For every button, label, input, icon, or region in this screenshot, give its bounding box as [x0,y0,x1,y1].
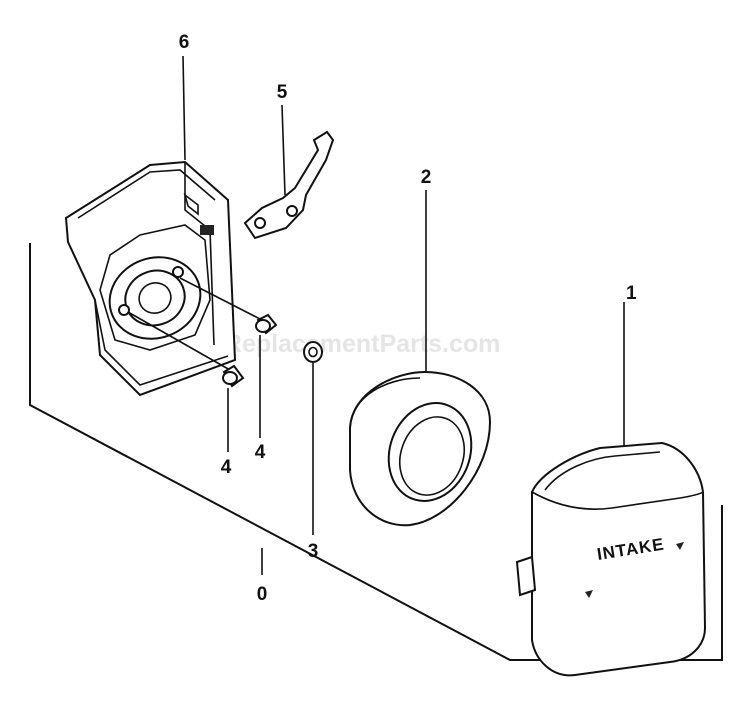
callout-2: 2 [421,167,432,188]
spacer-upper-end [255,319,271,333]
watermark-text: eReplacementParts.com [210,330,500,358]
leader-6 [182,55,186,161]
housing-tab [183,192,199,216]
housing-inner-recess [99,224,211,351]
washer-outer [303,341,323,363]
housing-part-6 [64,55,237,397]
callout-4-left: 4 [221,457,232,478]
filter-part-2 [349,190,492,527]
stud-axis-upper [179,277,263,321]
lever-part-5 [243,104,335,240]
cover-arrow-right-icon [676,542,684,550]
lever-hole-right [286,205,298,217]
filter-bore-outer [387,402,473,502]
callout-1: 1 [626,283,637,304]
housing-stud-hole-upper [172,266,184,278]
housing-side-edge [184,162,215,346]
filter-top-edge [349,377,421,429]
lever-body [243,130,335,240]
housing-top-rim [77,169,216,219]
housing-notch [200,225,214,235]
spacer-part-4-lower [127,311,245,452]
callout-5: 5 [277,82,288,103]
housing-stud-hole-lower [118,304,130,316]
washer-part-3 [303,341,323,535]
spacer-lower-end [222,371,238,385]
cover-part-1: INTAKE [515,302,707,677]
leader-5 [281,104,286,196]
callout-0: 0 [257,584,268,605]
cover-arrow-left-icon [585,590,593,598]
bracket-line [29,243,723,661]
filter-bore-inner [399,416,465,496]
cover-top-edge [531,491,704,510]
stud-axis-lower [127,311,231,371]
spacer-part-4-upper [179,277,278,438]
housing-bore-hole [138,282,172,314]
washer-inner [308,346,318,358]
cover-clip [515,555,537,597]
callout-3: 3 [308,541,319,562]
cover-top-ridge [544,451,661,491]
lever-hole-left [254,217,266,229]
callout-4-right: 4 [255,442,266,463]
assembly-bracket [29,243,723,661]
housing-bottom-rim [94,299,229,386]
callout-6: 6 [179,32,190,53]
